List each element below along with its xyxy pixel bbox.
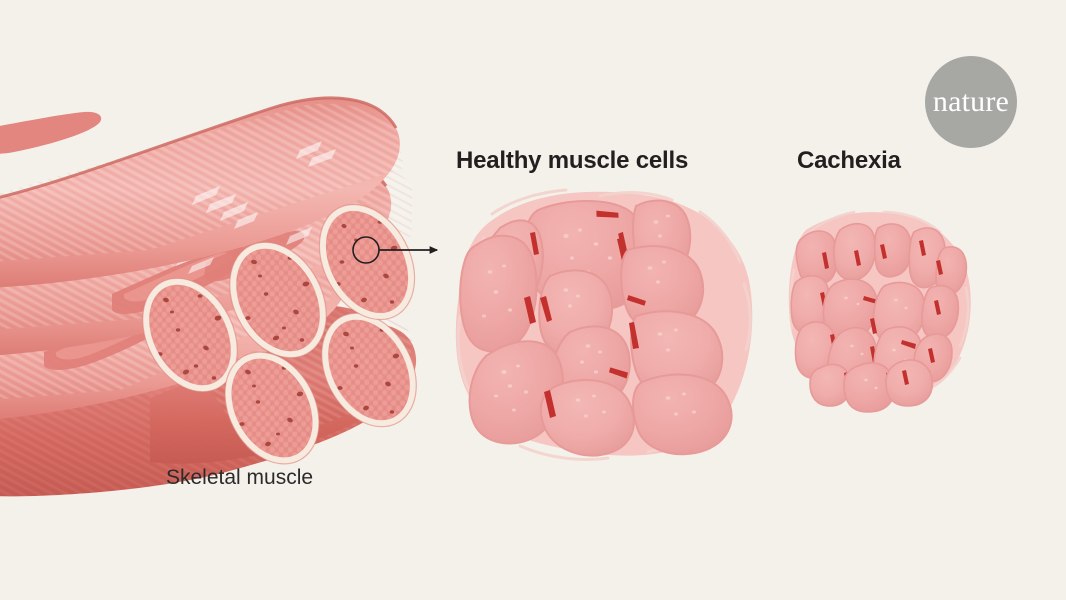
cell-nucleus (902, 370, 909, 385)
muscle-cell (809, 363, 852, 407)
muscle-cell (632, 373, 733, 456)
label-skeletal-muscle: Skeletal muscle (166, 466, 314, 489)
nature-logo: nature (925, 56, 1017, 148)
muscle-cell (459, 234, 538, 353)
muscle-cell (539, 379, 635, 457)
nature-logo-text: nature (932, 85, 1010, 118)
fascicle-cut-face-4 (222, 346, 326, 472)
muscle-cell (468, 340, 564, 445)
cell-nucleus (928, 348, 935, 363)
cell-nucleus (596, 210, 619, 218)
heading-healthy-muscle-cells: Healthy muscle cells (456, 147, 689, 174)
cell-nucleus (530, 232, 539, 255)
muscle-cell (873, 223, 913, 278)
cell-nucleus (936, 260, 943, 275)
healthy-muscle-cells-cluster (455, 188, 753, 461)
cell-nucleus (540, 296, 552, 322)
fascicle-cut-face-1 (140, 272, 244, 400)
cachexia-cell-group (790, 223, 968, 413)
healthy-cell-group (459, 199, 733, 457)
cell-nucleus (524, 296, 536, 324)
cell-nucleus (626, 295, 646, 306)
muscle-cell (885, 359, 933, 407)
cell-nucleus (934, 300, 941, 315)
muscle-cut-faces (140, 198, 422, 472)
cell-nucleus (629, 322, 639, 349)
cell-nucleus (880, 244, 887, 259)
cell-nucleus (822, 252, 829, 269)
cell-nucleus (854, 250, 861, 266)
cell-nucleus (919, 240, 926, 256)
muscle-cell (795, 230, 839, 286)
cell-nucleus (901, 340, 916, 349)
cachexia-cells-cluster (788, 210, 971, 413)
cell-nucleus (870, 318, 877, 334)
cell-nucleus (544, 390, 556, 418)
skeletal-muscle-bundle (0, 96, 439, 497)
cell-nucleus (608, 367, 628, 379)
heading-cachexia: Cachexia (797, 147, 901, 174)
cell-nucleus (863, 296, 878, 304)
magnifier-callout (352, 236, 439, 264)
